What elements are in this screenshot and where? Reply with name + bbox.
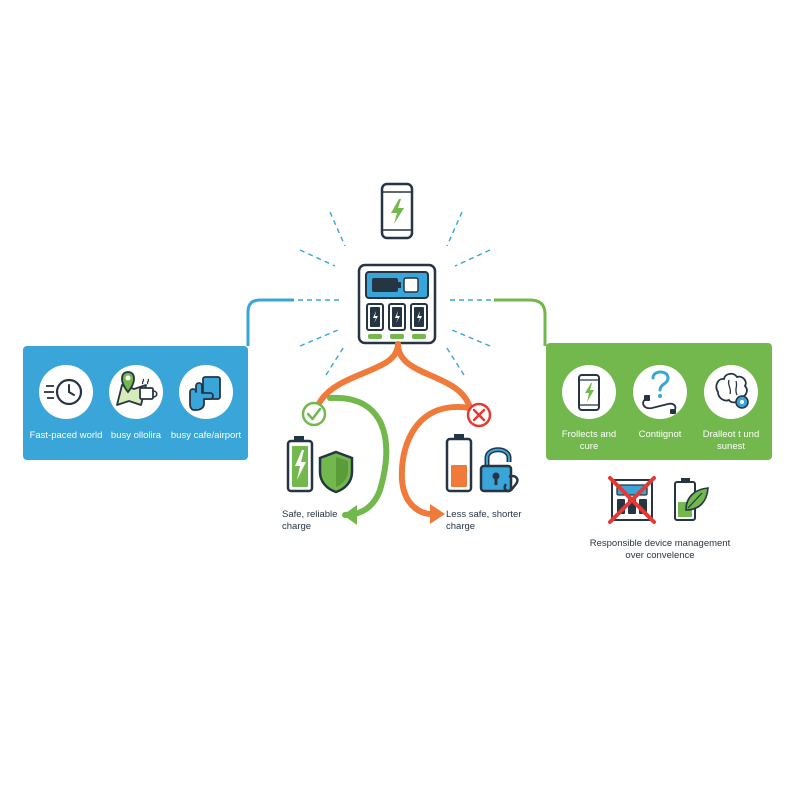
eco-battery-icon [674,478,709,521]
question-cable-icon [642,370,677,414]
left-item-1-label: Fast-paced world [30,430,103,441]
full-battery-icon [286,436,314,493]
right-item-1: Frollects and cure [562,365,616,452]
energy-rays [298,211,492,376]
right-item-3: Dralleot t und sunest [703,365,760,452]
right-context-panel: Frollects and cure Contiignot Dralleo [546,343,772,460]
hand-pointer-icon [189,376,221,411]
phone-charging-top-icon [380,182,414,240]
check-icon [301,401,327,427]
safe-label-line-2: charge [282,521,311,532]
unsafe-label-line-2: charge [446,521,475,532]
safe-label-line-1: Safe, reliable [282,509,337,520]
phone-charging-icon [578,374,600,411]
left-item-1: Fast-paced world [30,365,103,441]
green-safe-arrow [327,394,390,525]
right-item-2: Contiignot [633,365,687,440]
left-item-2-label: busy ollolira [111,430,162,441]
clock-icon [44,378,83,406]
left-item-3: busy cafe/airport [171,365,242,441]
right-item-1-label-line-2: cure [580,441,598,452]
responsible-label-line-2: over convelence [625,550,694,561]
right-item-1-label-line-1: Frollects and [562,429,616,440]
crossed-out-station-icon [608,476,656,524]
charging-station-icon [357,263,437,345]
left-item-2: busy ollolira [109,365,163,441]
shield-icon [318,450,354,494]
left-item-3-label: busy cafe/airport [171,430,242,441]
green-connector [494,298,547,346]
low-battery-icon [445,434,473,493]
unsafe-label-line-1: Less safe, shorter [446,509,522,520]
left-context-panel: Fast-paced world busy ollolira busy cafe… [23,346,248,460]
right-item-3-label-line-1: Dralleot t und [703,429,760,440]
orange-branch-left [313,341,401,413]
map-coffee-icon [116,371,158,406]
responsible-label-line-1: Responsible device management [590,538,731,549]
blue-connector [246,298,294,346]
cross-icon [466,402,492,428]
orange-unsafe-arrow [395,341,473,524]
right-item-2-label: Contiignot [639,429,682,440]
right-item-3-label-line-2: sunest [717,441,745,452]
broken-lock-icon [479,447,519,493]
brain-gear-icon [715,372,749,409]
